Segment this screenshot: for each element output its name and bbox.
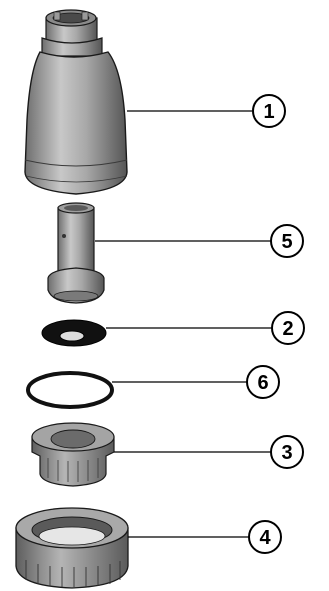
callout-label-3: 3 (281, 442, 292, 464)
callout-circle-2 (271, 311, 305, 345)
callout-5: 5 (95, 224, 304, 258)
callout-circle-3 (270, 435, 304, 469)
callout-6: 6 (112, 365, 280, 399)
callout-2: 2 (106, 311, 305, 345)
callout-label-1: 1 (263, 101, 274, 123)
part-2-washer (41, 319, 107, 347)
part-3-nut (31, 422, 115, 487)
callout-4: 4 (128, 520, 282, 554)
callout-1: 1 (127, 94, 286, 128)
callout-circle-4 (248, 520, 282, 554)
callout-circle-6 (246, 365, 280, 399)
callout-circle-1 (252, 94, 286, 128)
callout-3: 3 (114, 435, 304, 469)
part-4-union-nut (15, 507, 129, 589)
part-5-stem (47, 202, 105, 304)
callout-label-4: 4 (259, 527, 271, 549)
part-6-o-ring (26, 371, 114, 409)
callout-label-2: 2 (282, 318, 293, 340)
callout-circle-5 (270, 224, 304, 258)
callout-label-5: 5 (281, 231, 292, 253)
callout-label-6: 6 (257, 372, 268, 394)
part-1-body (24, 9, 128, 195)
